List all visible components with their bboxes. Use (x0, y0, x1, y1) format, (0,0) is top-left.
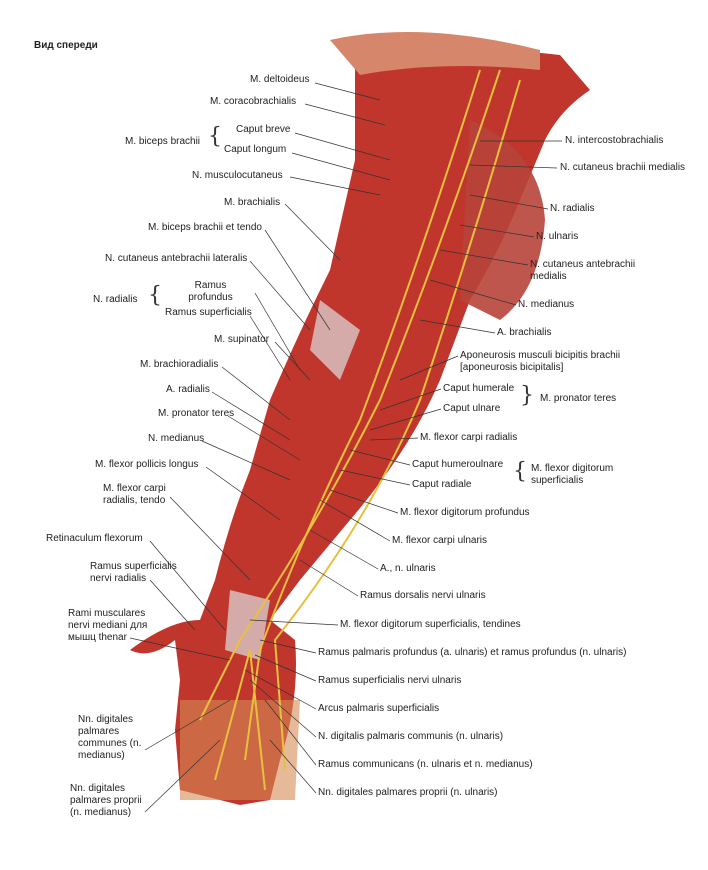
label-left: N. medianus (148, 433, 205, 444)
label-left: N. cutaneus antebrachii lateralis (105, 253, 248, 264)
label-right: N. cutaneus brachii medialis (560, 162, 686, 173)
label-right: Caput radiale (412, 479, 472, 490)
label-right: M. pronator teres (540, 393, 617, 404)
label-left: M. biceps brachii (125, 136, 201, 147)
label-right: Nn. digitales palmares proprii (n. ulnar… (318, 787, 498, 798)
label-right: Ramus palmaris profundus (a. ulnaris) et… (318, 647, 627, 658)
label-right: N. radialis (550, 203, 595, 214)
label-left: Ramus profundus (188, 280, 233, 303)
label-left: Rami musculares nervi mediani для мышц t… (68, 608, 148, 643)
label-left: M. biceps brachii et tendo (148, 222, 262, 233)
label-right: Arcus palmaris superficialis (318, 703, 440, 714)
label-left: N. musculocutaneus (192, 170, 283, 181)
label-left: Retinaculum flexorum (46, 533, 143, 544)
brace-icon: { (208, 124, 222, 149)
label-right: Ramus communicans (n. ulnaris et n. medi… (318, 759, 533, 770)
label-left: A. radialis (166, 384, 210, 395)
label-left: M. supinator (214, 334, 270, 345)
label-right: A., n. ulnaris (380, 563, 436, 574)
label-right: Aponeurosis musculi bicipitis brachii [a… (460, 350, 621, 373)
arm-muscles (130, 32, 590, 806)
label-right: M. flexor carpi ulnaris (392, 535, 488, 546)
label-left: M. flexor pollicis longus (95, 459, 199, 470)
label-right: N. intercostobrachialis (565, 135, 664, 146)
label-left: Nn. digitales palmares proprii (n. media… (70, 783, 142, 818)
label-right: N. ulnaris (536, 231, 579, 242)
label-right: M. flexor digitorum superficialis (531, 463, 614, 486)
label-right: Ramus dorsalis nervi ulnaris (360, 590, 486, 601)
brace-icon: } (520, 383, 534, 408)
label-left: Caput breve (236, 124, 291, 135)
label-right: Caput ulnare (443, 403, 501, 414)
label-right: M. flexor carpi radialis (420, 432, 518, 443)
label-right: M. flexor digitorum superficialis, tendi… (340, 619, 521, 630)
label-left: Nn. digitales palmares communes (n. medi… (78, 714, 142, 761)
label-right: M. flexor digitorum profundus (400, 507, 530, 518)
label-left: N. radialis (93, 294, 138, 305)
nerves (199, 69, 521, 791)
label-left: Ramus superficialis (165, 307, 252, 318)
label-right: N. medianus (518, 299, 575, 310)
label-right: Caput humeroulnare (412, 459, 504, 470)
leader-lines (129, 82, 562, 813)
label-right: Ramus superficialis nervi ulnaris (318, 675, 462, 686)
label-left: M. pronator teres (158, 408, 235, 419)
label-left: M. deltoideus (250, 74, 310, 85)
brace-icon: { (148, 283, 162, 308)
label-right: N. cutaneus antebrachii medialis (530, 259, 636, 282)
view-title: Вид спереди (34, 40, 98, 51)
brace-icon: { (513, 459, 527, 484)
label-right: N. digitalis palmaris communis (n. ulnar… (318, 731, 504, 742)
label-left: M. coracobrachialis (210, 96, 297, 107)
label-left: M. brachioradialis (140, 359, 219, 370)
label-right: A. brachialis (497, 327, 552, 338)
label-left: Ramus superficialis nervi radialis (90, 561, 177, 584)
label-left: M. flexor carpi radialis, tendo (103, 483, 166, 506)
label-left: M. brachialis (224, 197, 281, 208)
label-left: Caput longum (224, 144, 287, 155)
label-right: Caput humerale (443, 383, 515, 394)
